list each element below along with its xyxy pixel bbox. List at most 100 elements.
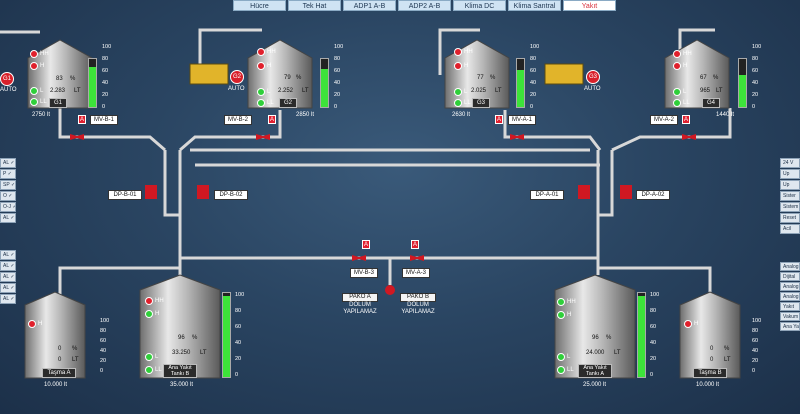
mv-b-1-alarm-icon[interactable]: A xyxy=(78,115,86,124)
g3-tank-label: G3 xyxy=(472,98,490,108)
right-panel-2-item[interactable]: Vakum xyxy=(780,312,800,321)
g2-h-indicator xyxy=(257,62,265,70)
right-panel-1-item[interactable]: Sistem xyxy=(780,202,800,212)
g4-level-bar xyxy=(738,58,747,108)
mv-b-1-label[interactable]: MV-B-1 xyxy=(90,115,118,125)
right-panel-1-item[interactable]: Up xyxy=(780,180,800,190)
tab-adp1[interactable]: ADP1 A-B xyxy=(343,0,396,11)
g2-percent-unit: % xyxy=(296,75,302,81)
g4-level-fill xyxy=(739,74,746,107)
right-panel-2-item[interactable]: Analog xyxy=(780,292,800,301)
g4-percent-unit: % xyxy=(713,75,719,81)
tank-a-liters: 24.000 xyxy=(586,350,605,356)
mv-a-1-label[interactable]: MV-A-1 xyxy=(508,115,536,125)
overflow-b-name: Taşma B xyxy=(693,368,727,378)
mv-b-2-alarm-icon[interactable]: A xyxy=(268,115,276,124)
tank-b-l-indicator xyxy=(145,353,153,361)
right-panel-1-item[interactable]: 24 V xyxy=(780,158,800,168)
pipes xyxy=(0,28,732,295)
tab-klima-santral[interactable]: Klima Santral xyxy=(508,0,561,11)
g3-percent: 77 xyxy=(477,75,484,81)
overflow-a-h-indicator xyxy=(28,320,36,328)
left-panel-2-item[interactable]: AL ✓ xyxy=(0,250,16,260)
tank-a-ll-label: LL xyxy=(567,367,574,373)
left-panel-2-item[interactable]: AL ✓ xyxy=(0,283,16,293)
mv-a-1-alarm-icon[interactable]: A xyxy=(495,115,503,124)
overflow-a-h-label: H xyxy=(38,321,43,327)
g1-hh-label: HH xyxy=(40,51,49,57)
pako-b-title: PAKO B xyxy=(400,293,436,302)
generator-g1-status-icon[interactable]: G1 xyxy=(0,72,14,86)
dp-a-02-label[interactable]: DP-A-02 xyxy=(636,190,670,200)
g3-level-fill xyxy=(517,70,524,107)
tank-a-hh-label: HH xyxy=(567,299,576,305)
day-tank-shapes xyxy=(27,39,730,109)
mv-a-2-alarm-icon[interactable]: A xyxy=(682,115,690,124)
mv-b-3-label[interactable]: MV-B-3 xyxy=(350,268,378,278)
overflow-b-capacity: 10.000 lt xyxy=(696,382,720,388)
left-panel-1-item[interactable]: P ✓ xyxy=(0,169,16,179)
overflow-b-percent-unit: % xyxy=(724,346,730,352)
mv-b-3-alarm-icon[interactable]: A xyxy=(362,240,370,249)
dp-a-01-label[interactable]: DP-A-01 xyxy=(530,190,564,200)
g3-l-indicator xyxy=(454,88,462,96)
mv-a-2-label[interactable]: MV-A-2 xyxy=(650,115,678,125)
tank-a-ll-indicator xyxy=(557,366,565,374)
tank-b-ll-label: LL xyxy=(155,367,162,373)
overflow-a-liters: 0 xyxy=(58,357,62,363)
tab-yakit[interactable]: Yakıt xyxy=(563,0,616,11)
tank-a-percent-unit: % xyxy=(606,335,612,341)
right-panel-2-item[interactable]: Yakıt xyxy=(780,302,800,311)
right-panel-1-item[interactable]: Sister xyxy=(780,191,800,201)
tab-bar: Hücre Tek Hat ADP1 A-B ADP2 A-B Klima DC… xyxy=(233,0,618,12)
g2-tank-label: G2 xyxy=(279,98,297,108)
left-panel-2-item[interactable]: AL ✓ xyxy=(0,272,16,282)
mv-a-3-label[interactable]: MV-A-3 xyxy=(402,268,430,278)
right-panel-1-item[interactable]: Up xyxy=(780,169,800,179)
g3-level-bar xyxy=(516,58,525,108)
tab-klima-dc[interactable]: Klima DC xyxy=(453,0,506,11)
right-panel-1-item[interactable]: Acil xyxy=(780,224,800,234)
g2-level-bar xyxy=(320,58,329,108)
generator-g2-status-icon[interactable]: G2 xyxy=(230,70,244,84)
generator-g3-status-icon[interactable]: G3 xyxy=(586,70,600,84)
g1-l-indicator xyxy=(30,87,38,95)
main-tank-shapes xyxy=(24,274,741,379)
right-panel-2-item[interactable]: Analog xyxy=(780,282,800,291)
g3-liters-unit: LT xyxy=(495,88,502,94)
g1-level-fill xyxy=(89,67,96,107)
flow-valves xyxy=(70,134,696,295)
tank-b-level-bar xyxy=(222,292,231,378)
g1-ll-indicator xyxy=(30,98,38,106)
g1-tank-label: G1 xyxy=(49,98,67,108)
left-panel-1-item[interactable]: AL ✓ xyxy=(0,213,16,223)
g2-liters: 2.252 xyxy=(278,88,294,94)
dp-b-01-label[interactable]: DP-B-01 xyxy=(108,190,142,200)
overflow-a-capacity: 10.000 lt xyxy=(44,382,68,388)
right-panel-2-item[interactable]: Dijital xyxy=(780,272,800,281)
left-panel-1-item[interactable]: O-J ✓ xyxy=(0,202,16,212)
dp-b-02-label[interactable]: DP-B-02 xyxy=(214,190,248,200)
g3-l-label: L xyxy=(464,89,468,95)
left-panel-2-item[interactable]: AL ✓ xyxy=(0,294,16,304)
right-panel-2-item[interactable]: Analog xyxy=(780,262,800,271)
tank-a-name: Ana Yakıt Tankı A xyxy=(578,364,612,378)
g3-ll-label: LL xyxy=(464,100,471,106)
tab-adp2[interactable]: ADP2 A-B xyxy=(398,0,451,11)
left-panel-1-item[interactable]: AL ✓ xyxy=(0,158,16,168)
g1-percent: 83 xyxy=(56,76,63,82)
tab-tek-hat[interactable]: Tek Hat xyxy=(288,0,341,11)
left-panel-1-item[interactable]: SP ✓ xyxy=(0,180,16,190)
mv-a-3-alarm-icon[interactable]: A xyxy=(411,240,419,249)
mv-b-2-label[interactable]: MV-B-2 xyxy=(224,115,252,125)
right-panel-1-item[interactable]: Reset xyxy=(780,213,800,223)
overflow-a-liters-unit: LT xyxy=(72,357,79,363)
overflow-a-percent-unit: % xyxy=(72,346,78,352)
tab-hucre[interactable]: Hücre xyxy=(233,0,286,11)
g4-tank-label: G4 xyxy=(702,98,720,108)
right-panel-2-item[interactable]: Ana Yak xyxy=(780,322,800,331)
left-panel-1-item[interactable]: O ✓ xyxy=(0,191,16,201)
left-panel-2-item[interactable]: AL ✓ xyxy=(0,261,16,271)
